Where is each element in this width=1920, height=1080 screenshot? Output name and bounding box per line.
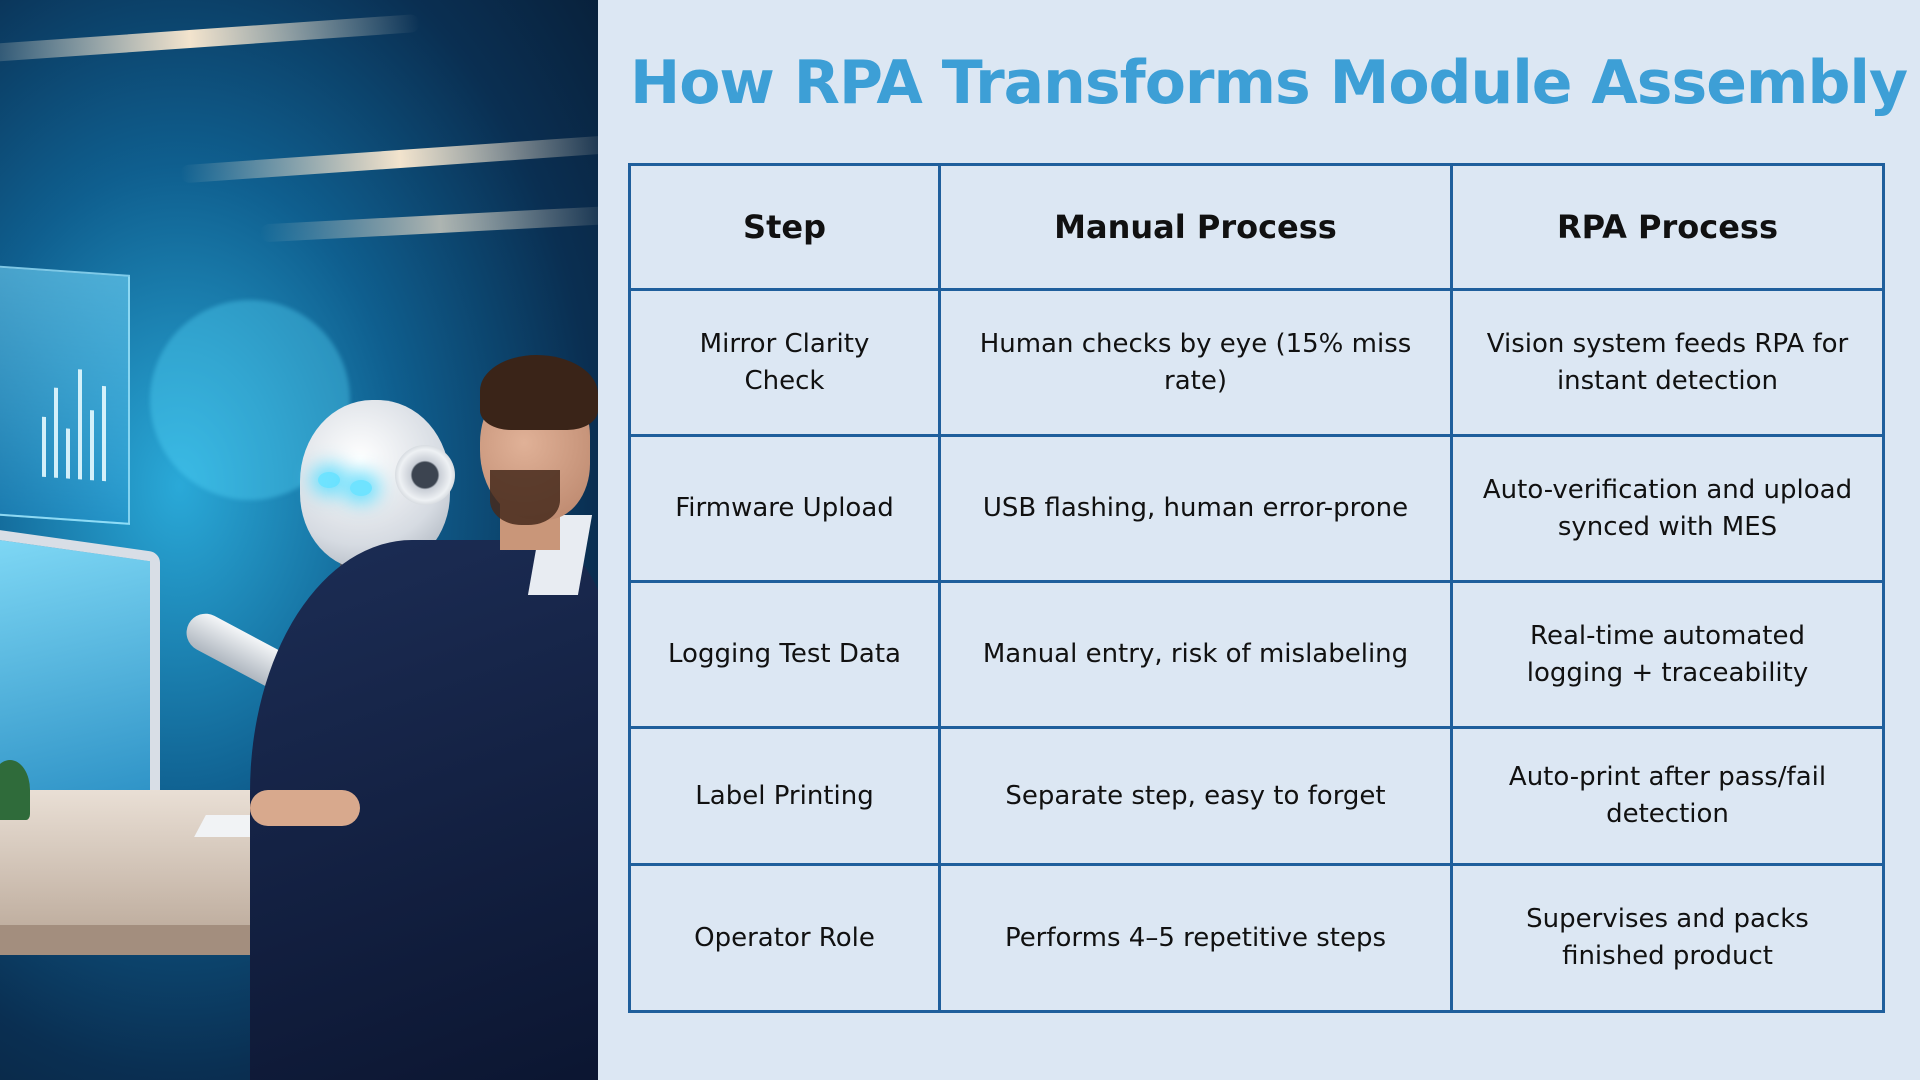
plant — [0, 760, 30, 820]
engineer-hair — [480, 355, 598, 430]
step-cell: Firmware Upload — [628, 434, 941, 583]
rpa-process-cell: Supervises and packs finished product — [1450, 863, 1885, 1013]
robot-eye — [350, 480, 372, 496]
table-row: Firmware Upload USB flashing, human erro… — [628, 434, 1885, 583]
ceiling-light — [0, 13, 421, 65]
table-row: Label Printing Separate step, easy to fo… — [628, 726, 1885, 866]
header-step: Step — [628, 163, 941, 291]
comparison-table: Step Manual Process RPA Process Mirror C… — [628, 163, 1885, 1013]
manual-process-cell: Human checks by eye (15% miss rate) — [938, 288, 1453, 437]
manual-process-cell: Manual entry, risk of mislabeling — [938, 580, 1453, 729]
table-row: Operator Role Performs 4–5 repetitive st… — [628, 863, 1885, 1013]
rpa-process-cell: Auto-verification and upload synced with… — [1450, 434, 1885, 583]
rpa-process-cell: Vision system feeds RPA for instant dete… — [1450, 288, 1885, 437]
manual-process-cell: USB flashing, human error-prone — [938, 434, 1453, 583]
manual-process-cell: Performs 4–5 repetitive steps — [938, 863, 1453, 1013]
engineer-beard — [490, 470, 560, 525]
table-header-row: Step Manual Process RPA Process — [628, 163, 1885, 291]
step-cell: Logging Test Data — [628, 580, 941, 729]
page-title: How RPA Transforms Module Assembly — [630, 48, 1908, 118]
rpa-process-cell: Real-time automated logging + traceabili… — [1450, 580, 1885, 729]
ceiling-light — [179, 134, 598, 184]
ceiling-light — [259, 205, 598, 243]
rpa-process-cell: Auto-print after pass/fail detection — [1450, 726, 1885, 866]
header-rpa-process: RPA Process — [1450, 163, 1885, 291]
robot-eye — [318, 472, 340, 488]
holographic-display — [0, 265, 130, 525]
header-manual-process: Manual Process — [938, 163, 1453, 291]
step-cell: Label Printing — [628, 726, 941, 866]
step-cell: Mirror Clarity Check — [628, 288, 941, 437]
robot-ear — [395, 445, 455, 505]
table-row: Logging Test Data Manual entry, risk of … — [628, 580, 1885, 729]
robot-engineer-illustration — [0, 0, 598, 1080]
step-cell: Operator Role — [628, 863, 941, 1013]
engineer-hand — [250, 790, 360, 826]
table-row: Mirror Clarity Check Human checks by eye… — [628, 288, 1885, 437]
manual-process-cell: Separate step, easy to forget — [938, 726, 1453, 866]
